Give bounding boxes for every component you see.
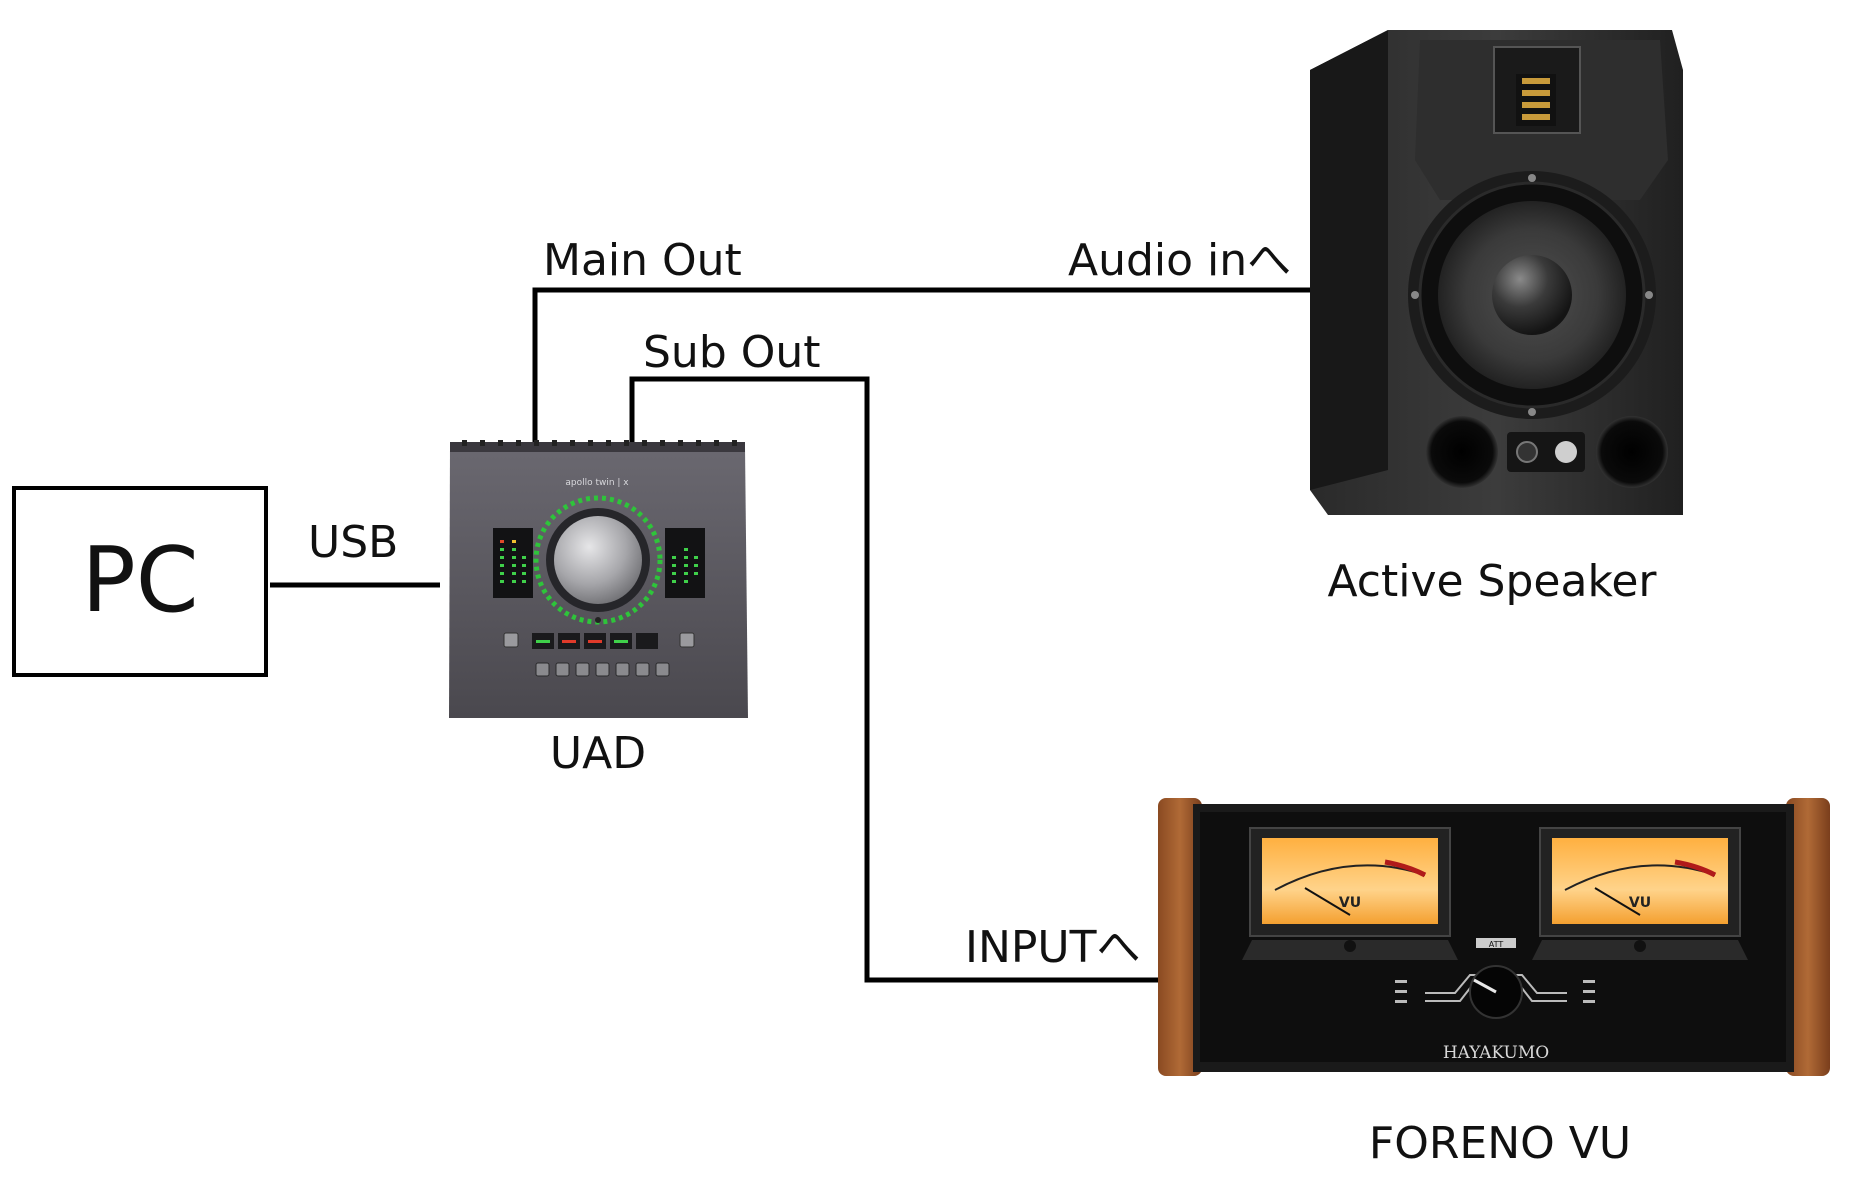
interface-brand-text: apollo twin | x: [565, 478, 629, 488]
volume-knob: [554, 516, 642, 604]
att-label-text: ATT: [1489, 940, 1504, 949]
input-label: INPUTへ: [965, 922, 1141, 973]
connection-lines: [270, 287, 1310, 983]
uad-interface-image: apollo twin | x: [449, 440, 748, 718]
foreno-vu-label: FORENO VU: [1369, 1118, 1631, 1169]
sub-out-cable: [629, 376, 1160, 983]
sub-out-label: Sub Out: [643, 327, 821, 378]
bass-port-left: [1426, 416, 1498, 488]
usb-label: USB: [308, 517, 398, 568]
pc-label: PC: [81, 528, 198, 633]
pc-box: PC: [12, 486, 268, 677]
left-vu-scale-text: VU: [1339, 895, 1361, 911]
active-speaker-image: [1310, 30, 1683, 515]
left-vu-meter: VU: [1242, 827, 1458, 960]
woofer-dust-cap: [1492, 255, 1572, 335]
main-out-cable: [532, 287, 1310, 445]
foreno-vu-image: VU VU ATT HAYAKUMO: [1158, 798, 1830, 1076]
bass-port-right: [1596, 416, 1668, 488]
vu-brand-text: HAYAKUMO: [1443, 1043, 1549, 1063]
right-vu-scale-text: VU: [1629, 895, 1651, 911]
main-out-label: Main Out: [543, 235, 742, 286]
uad-label: UAD: [550, 728, 646, 779]
audio-in-label: Audio inへ: [1068, 235, 1291, 286]
right-vu-meter: VU: [1532, 827, 1748, 960]
active-speaker-label: Active Speaker: [1327, 556, 1657, 607]
